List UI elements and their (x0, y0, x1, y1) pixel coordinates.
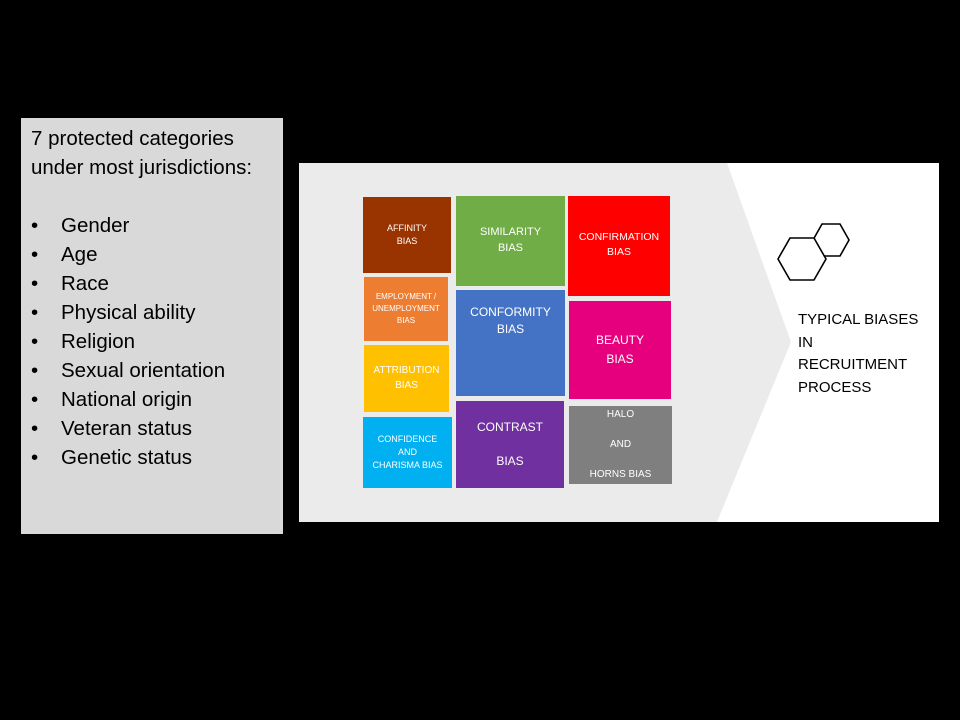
list-item: •Sexual orientation (31, 356, 283, 385)
list-item: •Race (31, 269, 283, 298)
bullet: • (31, 359, 39, 382)
list-item: •National origin (31, 385, 283, 414)
contrast-bias-box: CONTRAST BIAS (456, 401, 564, 488)
halo-horns-bias-box: HALO AND HORNS BIAS (569, 406, 672, 484)
bullet: • (31, 446, 39, 469)
bullet: • (31, 417, 39, 440)
list-item: •Genetic status (31, 443, 283, 472)
bullet: • (31, 214, 39, 237)
list-item: •Age (31, 240, 283, 269)
protected-categories-panel: 7 protected categories under most jurisd… (21, 118, 283, 534)
hexagons-icon (777, 223, 850, 281)
protected-categories-list: •Gender •Age •Race •Physical ability •Re… (31, 211, 283, 472)
bullet: • (31, 388, 39, 411)
typical-biases-title: TYPICAL BIASES IN RECRUITMENT PROCESS (798, 311, 919, 396)
list-item: •Religion (31, 327, 283, 356)
protected-categories-heading: 7 protected categories under most jurisd… (31, 127, 253, 179)
bullet: • (31, 330, 39, 353)
list-item: •Veteran status (31, 414, 283, 443)
bullet: • (31, 243, 39, 266)
list-item: •Physical ability (31, 298, 283, 327)
list-item: •Gender (31, 211, 283, 240)
bullet: • (31, 272, 39, 295)
bullet: • (31, 301, 39, 324)
